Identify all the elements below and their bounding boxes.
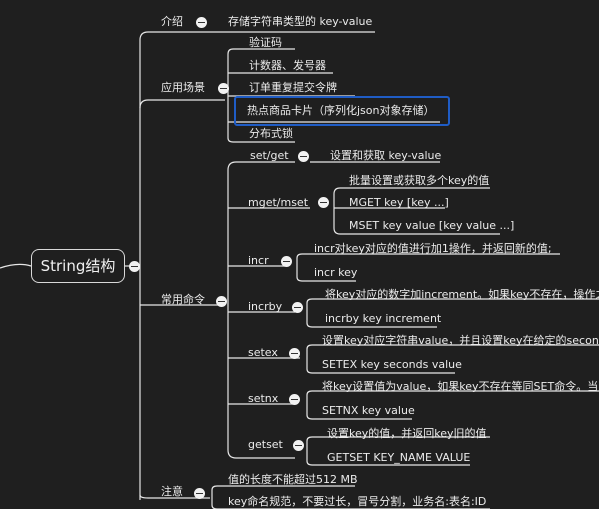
scenario-item[interactable]: 验证码: [249, 36, 282, 49]
cmd-setnx[interactable]: setnx: [248, 392, 279, 405]
collapse-setget-icon[interactable]: [298, 151, 309, 162]
node-intro[interactable]: 介绍: [161, 15, 183, 28]
collapse-commands-icon[interactable]: [216, 296, 227, 307]
scenario-item[interactable]: 分布式锁: [249, 127, 293, 140]
mgetmset-item[interactable]: MSET key value [key value ...]: [349, 219, 515, 232]
node-intro-text[interactable]: 存储字符串类型的 key-value: [228, 15, 373, 28]
collapse-incr-icon[interactable]: [281, 256, 292, 267]
collapse-incrby-icon[interactable]: [292, 302, 303, 313]
cmd-incrby[interactable]: incrby: [248, 300, 283, 313]
highlight-box: [234, 96, 450, 126]
scenario-item[interactable]: 计数器、发号器: [249, 59, 326, 72]
node-commands[interactable]: 常用命令: [161, 293, 205, 306]
scenario-item-highlighted[interactable]: 热点商品卡片（序列化json对象存储）: [247, 104, 435, 117]
cmd-mgetmset[interactable]: mget/mset: [248, 196, 309, 209]
collapse-mgetmset-icon[interactable]: [318, 197, 329, 208]
setnx-item[interactable]: 将key设置值为value，如果key不存在等同SET命令。当: [322, 380, 599, 393]
setex-item[interactable]: 设置key对应字符串value，并且设置key在给定的second: [322, 334, 599, 347]
collapse-intro-icon[interactable]: [196, 17, 207, 28]
cmd-setget[interactable]: set/get: [250, 149, 289, 162]
incrby-item[interactable]: incrby key increment: [325, 312, 442, 325]
collapse-scenarios-icon[interactable]: [218, 83, 229, 94]
collapse-root-icon[interactable]: [129, 261, 140, 272]
note-item[interactable]: key命名规范，不要过长，冒号分割，业务名:表名:ID: [228, 495, 487, 508]
collapse-setnx-icon[interactable]: [289, 394, 300, 405]
cmd-incr[interactable]: incr: [248, 254, 269, 267]
mgetmset-item[interactable]: MGET key [key ...]: [349, 196, 449, 209]
collapse-getset-icon[interactable]: [293, 440, 304, 451]
node-notes[interactable]: 注意: [161, 485, 183, 498]
getset-item[interactable]: GETSET KEY_NAME VALUE: [327, 451, 471, 464]
mgetmset-item[interactable]: 批量设置或获取多个key的值: [349, 174, 490, 187]
root-node[interactable]: String结构: [31, 249, 125, 283]
collapse-setex-icon[interactable]: [289, 348, 300, 359]
cmd-getset[interactable]: getset: [248, 438, 283, 451]
incr-item[interactable]: incr key: [314, 266, 358, 279]
note-item[interactable]: 值的长度不能超过512 MB: [228, 473, 358, 486]
incrby-item[interactable]: 将key对应的数字加increment。如果key不存在，操作之: [325, 288, 599, 301]
collapse-notes-icon[interactable]: [194, 488, 205, 499]
setex-item[interactable]: SETEX key seconds value: [322, 358, 462, 371]
getset-item[interactable]: 设置key的值，并返回key旧的值: [327, 427, 487, 440]
scenario-item[interactable]: 订单重复提交令牌: [249, 81, 337, 94]
cmd-setex[interactable]: setex: [248, 346, 278, 359]
cmd-setget-desc[interactable]: 设置和获取 key-value: [330, 149, 442, 162]
setnx-item[interactable]: SETNX key value: [322, 404, 415, 417]
node-scenarios[interactable]: 应用场景: [161, 81, 205, 94]
incr-item[interactable]: incr对key对应的值进行加1操作，并返回新的值;: [314, 242, 552, 255]
